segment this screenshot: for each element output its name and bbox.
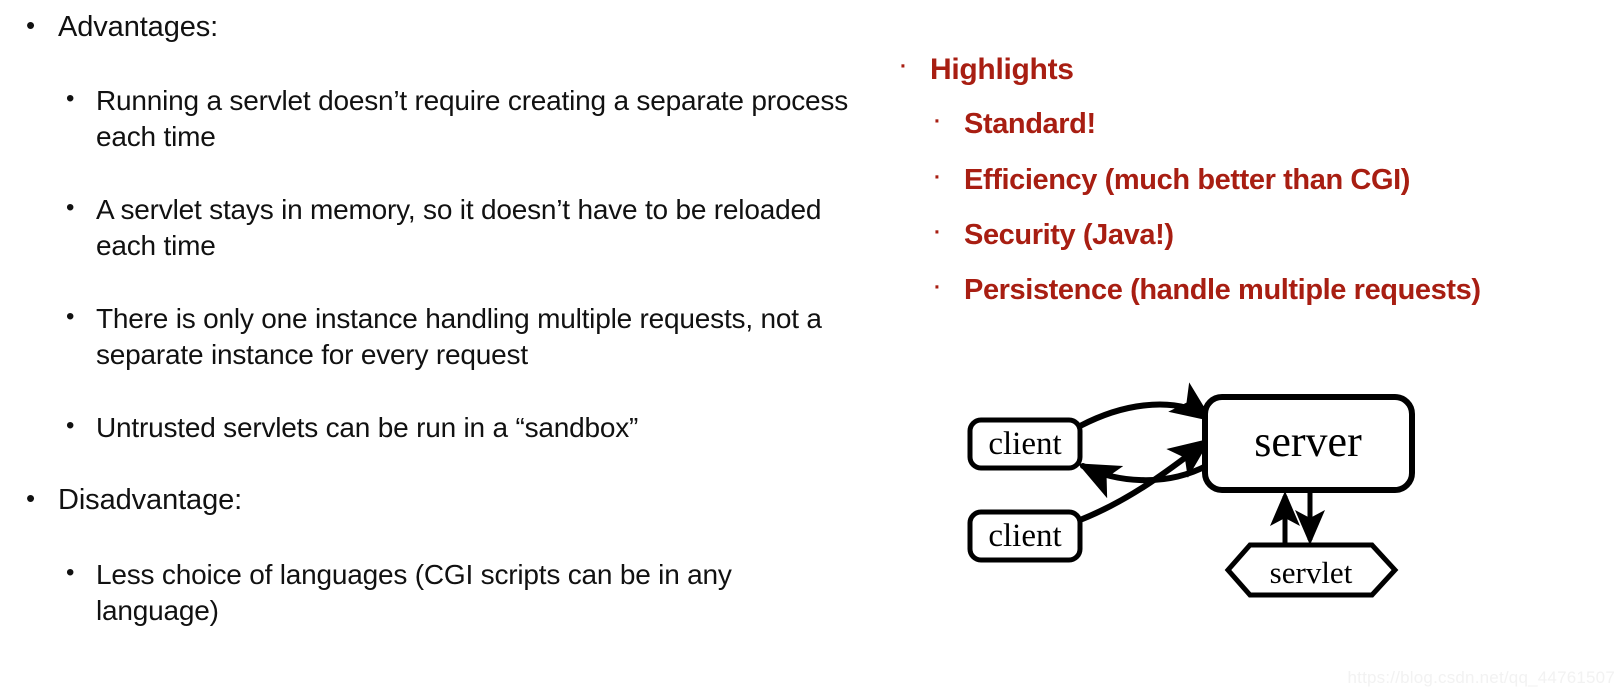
- bullet-advantage-item-3: • There is only one instance handling mu…: [66, 301, 866, 373]
- bullet-text: Running a servlet doesn’t require creati…: [96, 85, 849, 152]
- bullet-marker-icon: ·: [934, 166, 941, 189]
- bullet-marker-icon: ·: [934, 110, 941, 133]
- bullet-marker-icon: •: [66, 85, 75, 112]
- arrow-server-to-client-top: [1077, 462, 1211, 499]
- diagram-node-server: [1202, 394, 1415, 493]
- bullet-text: There is only one instance handling mult…: [96, 303, 822, 370]
- bullet-marker-icon: ·: [934, 221, 941, 244]
- arrow-client-top-to-server: [1077, 382, 1213, 429]
- highlight-item-security: · Security (Java!): [934, 218, 1584, 253]
- source-watermark: https://blog.csdn.net/qq_44761507: [1347, 668, 1615, 687]
- bullet-advantage-item-4: • Untrusted servlets can be run in a “sa…: [66, 410, 856, 446]
- diagram-node-client-top-label: client: [988, 426, 1061, 462]
- highlight-item-standard: · Standard!: [934, 107, 1584, 142]
- bullet-marker-icon: ·: [900, 55, 907, 78]
- highlight-text: Standard!: [964, 108, 1096, 140]
- bullet-disadvantage-item-1: • Less choice of languages (CGI scripts …: [66, 557, 856, 629]
- diagram-node-servlet-label: servlet: [1270, 555, 1353, 590]
- highlight-item-efficiency: · Efficiency (much better than CGI): [934, 163, 1584, 198]
- left-content-column: • Advantages: • Running a servlet doesn’…: [26, 10, 866, 629]
- diagram-node-servlet: [1224, 542, 1399, 598]
- bullet-text: Disadvantage:: [58, 484, 243, 516]
- bullet-marker-icon: ·: [934, 276, 941, 299]
- highlights-heading: · Highlights: [900, 52, 1400, 88]
- client-server-servlet-diagram: client client server servlet: [940, 370, 1460, 620]
- bullet-text: A servlet stays in memory, so it doesn’t…: [96, 194, 822, 261]
- bullet-marker-icon: •: [66, 559, 75, 586]
- bullet-disadvantage-heading: • Disadvantage:: [26, 483, 586, 518]
- bullet-text: Less choice of languages (CGI scripts ca…: [96, 559, 732, 626]
- highlights-heading-text: Highlights: [930, 53, 1074, 86]
- diagram-node-client-top: [967, 417, 1083, 471]
- bullet-advantages-heading: • Advantages:: [26, 10, 586, 45]
- arrow-client-bottom-to-server: [1077, 438, 1211, 523]
- highlight-text: Persistence (handle multiple requests): [964, 274, 1481, 306]
- highlight-text: Security (Java!): [964, 219, 1174, 251]
- bullet-advantage-item-1: • Running a servlet doesn’t require crea…: [66, 83, 856, 155]
- bullet-text: Untrusted servlets can be run in a “sand…: [96, 412, 639, 443]
- highlight-item-persistence: · Persistence (handle multiple requests): [934, 273, 1604, 308]
- right-highlights-column: · Highlights · Standard! · Efficiency (m…: [890, 0, 1619, 690]
- bullet-marker-icon: •: [66, 303, 75, 330]
- diagram-node-client-bottom: [967, 509, 1083, 563]
- bullet-marker-icon: •: [66, 194, 75, 221]
- bullet-marker-icon: •: [26, 483, 36, 513]
- highlight-text: Efficiency (much better than CGI): [964, 164, 1411, 196]
- bullet-marker-icon: •: [26, 10, 36, 40]
- bullet-text: Advantages:: [58, 11, 219, 43]
- bullet-marker-icon: •: [66, 412, 75, 439]
- bullet-advantage-item-2: • A servlet stays in memory, so it doesn…: [66, 192, 826, 264]
- diagram-node-server-label: server: [1254, 417, 1362, 466]
- diagram-node-client-bottom-label: client: [988, 518, 1061, 554]
